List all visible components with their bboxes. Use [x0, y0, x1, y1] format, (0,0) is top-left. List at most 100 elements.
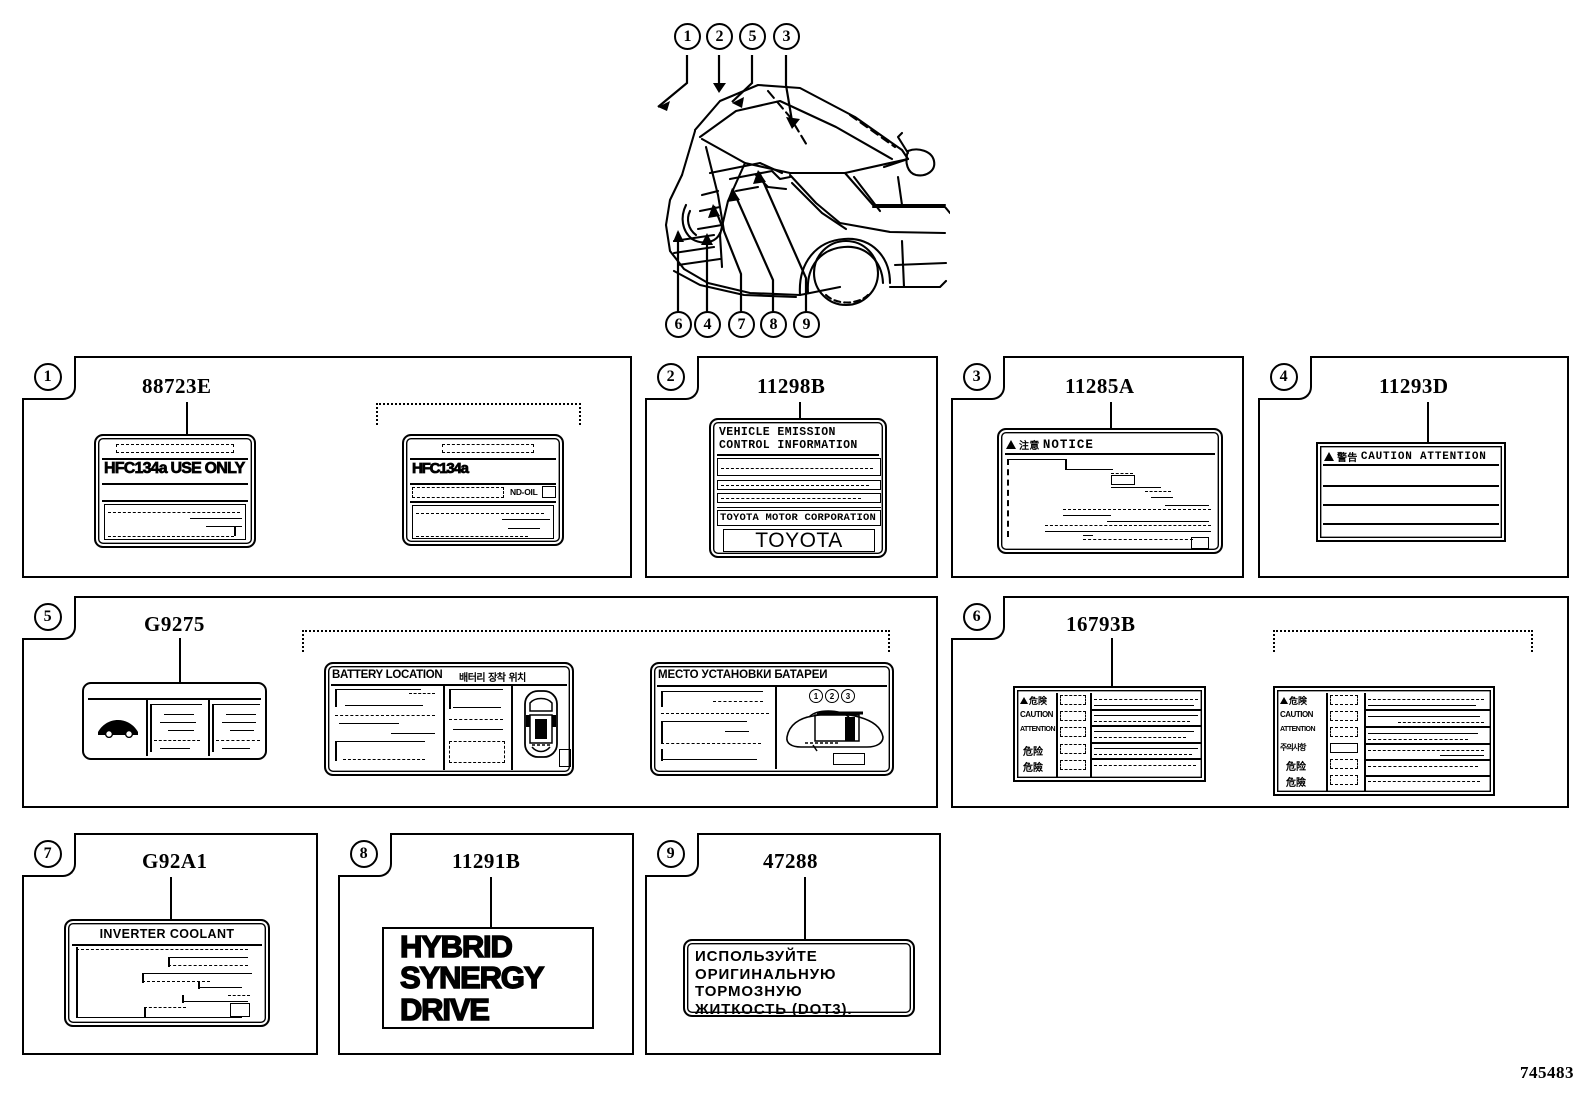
text-line — [230, 730, 254, 731]
divider — [1364, 693, 1366, 791]
text-line — [234, 526, 236, 536]
divider — [1056, 693, 1058, 777]
text-line — [1111, 487, 1161, 488]
text-line — [190, 518, 242, 519]
panel-8-part-number: 11291B — [452, 849, 521, 873]
text-line — [1045, 525, 1211, 526]
divider — [1323, 523, 1499, 525]
callout-bubble-3[interactable]: 3 — [773, 23, 800, 50]
panel-2-index: 2 — [656, 362, 685, 391]
text-line — [1368, 739, 1468, 740]
text-line — [1330, 695, 1358, 705]
panel-7-index: 7 — [33, 839, 62, 868]
callout-bubble-9[interactable]: 9 — [793, 311, 820, 338]
danger-row-label-1: CAUTION — [1020, 710, 1053, 719]
brake-fluid-line-4: ЖИТКОСТЬ (DOT3). — [695, 1001, 853, 1019]
caution-title-bar: 警告 CAUTION ATTENTION — [1323, 449, 1499, 466]
divider — [102, 458, 248, 460]
warning-triangle-icon — [1324, 452, 1334, 461]
text-line — [661, 749, 663, 761]
text-line — [1083, 535, 1093, 536]
text-line — [168, 965, 248, 966]
text-line — [661, 759, 757, 760]
callout-bubble-1[interactable]: 1 — [674, 23, 701, 50]
callout-bubble-2[interactable]: 2 — [706, 23, 733, 50]
text-line — [409, 693, 435, 694]
text-line — [1060, 744, 1086, 754]
text-line — [335, 689, 337, 707]
multilingual-danger-label-right: 危険 CAUTION ATTENTION 주의사항 危险 危險 — [1273, 686, 1495, 796]
panel-4-tab: 4 — [1257, 355, 1312, 400]
text-line — [1094, 754, 1192, 755]
text-line — [502, 519, 550, 520]
text-line — [1094, 737, 1186, 738]
text-line — [661, 691, 763, 692]
panel-6-tab: 6 — [950, 595, 1005, 640]
divider — [1090, 725, 1202, 727]
text-line — [108, 512, 240, 513]
divider — [88, 698, 261, 700]
text-line — [1094, 699, 1198, 700]
divider — [331, 684, 567, 686]
text-line — [76, 1017, 242, 1018]
emission-line-1: VEHICLE EMISSION — [719, 426, 836, 439]
label-stamp-box — [1191, 537, 1209, 549]
divider — [1326, 693, 1328, 791]
text-line — [226, 714, 256, 715]
text-line — [168, 730, 194, 731]
toyota-brand-text: TOYOTA — [755, 528, 843, 552]
multilingual-danger-label-left: 危険 CAUTION ATTENTION 危险 危險 — [1013, 686, 1206, 782]
text-line — [142, 973, 144, 983]
text-line — [150, 704, 202, 705]
panel-4-part-number: 11293D — [1379, 374, 1449, 398]
callout-bubble-6[interactable]: 6 — [665, 311, 692, 338]
battery-location-ru-label: МЕСТО УСТАНОВКИ БАТАРЕИ 1 2 3 — [650, 662, 894, 776]
callout-bubble-4[interactable]: 4 — [694, 311, 721, 338]
callout-bubble-7[interactable]: 7 — [728, 311, 755, 338]
text-line — [416, 536, 528, 537]
text-line — [449, 741, 505, 763]
label-barcode-field — [442, 444, 534, 453]
divider — [775, 685, 777, 769]
divider — [1090, 758, 1202, 760]
text-line — [725, 731, 749, 732]
text-line — [661, 743, 761, 744]
panel-6-part-number: 16793B — [1066, 612, 1136, 636]
panel-4-stem — [1427, 402, 1429, 442]
panel-8: 8 11291B HYBRID SYNERGY DRIVE — [337, 832, 634, 1055]
text-line — [1145, 491, 1171, 492]
text-line — [198, 987, 242, 988]
text-line — [168, 957, 170, 967]
divider — [410, 483, 556, 485]
notice-body — [1005, 457, 1215, 550]
text-line — [1330, 711, 1358, 721]
text-line — [1440, 755, 1484, 756]
vehicle-illustration — [640, 55, 952, 320]
divider — [511, 684, 513, 770]
callout-bubble-8[interactable]: 8 — [760, 311, 787, 338]
panel-5-stem — [179, 638, 181, 682]
panel-1-stem — [186, 402, 188, 434]
nd-oil-checkbox[interactable] — [542, 486, 556, 498]
panel-5-index: 5 — [33, 602, 62, 631]
text-line — [1368, 733, 1478, 734]
text-line — [339, 723, 399, 724]
text-line — [1151, 497, 1173, 498]
text-line — [721, 485, 869, 486]
panel-3-index: 3 — [962, 362, 991, 391]
notice-label: 注意 NOTICE — [997, 428, 1223, 554]
divider — [1090, 742, 1202, 744]
text-line — [76, 947, 78, 1017]
panel-7-tab: 7 — [21, 832, 76, 877]
text-line — [1007, 459, 1065, 460]
text-line — [449, 719, 503, 720]
text-line — [1007, 459, 1009, 537]
emission-data-box — [717, 480, 881, 490]
hfc134a-multilingual-label: HFC134a ND-OIL — [402, 434, 564, 546]
panel-9-tab: 9 — [644, 832, 699, 877]
text-line — [335, 715, 435, 716]
callout-bubble-5[interactable]: 5 — [739, 23, 766, 50]
hybrid-synergy-drive-emblem: HYBRID SYNERGY DRIVE — [382, 927, 594, 1029]
label-text-area — [412, 505, 554, 539]
warning-triangle-icon — [1280, 697, 1288, 704]
